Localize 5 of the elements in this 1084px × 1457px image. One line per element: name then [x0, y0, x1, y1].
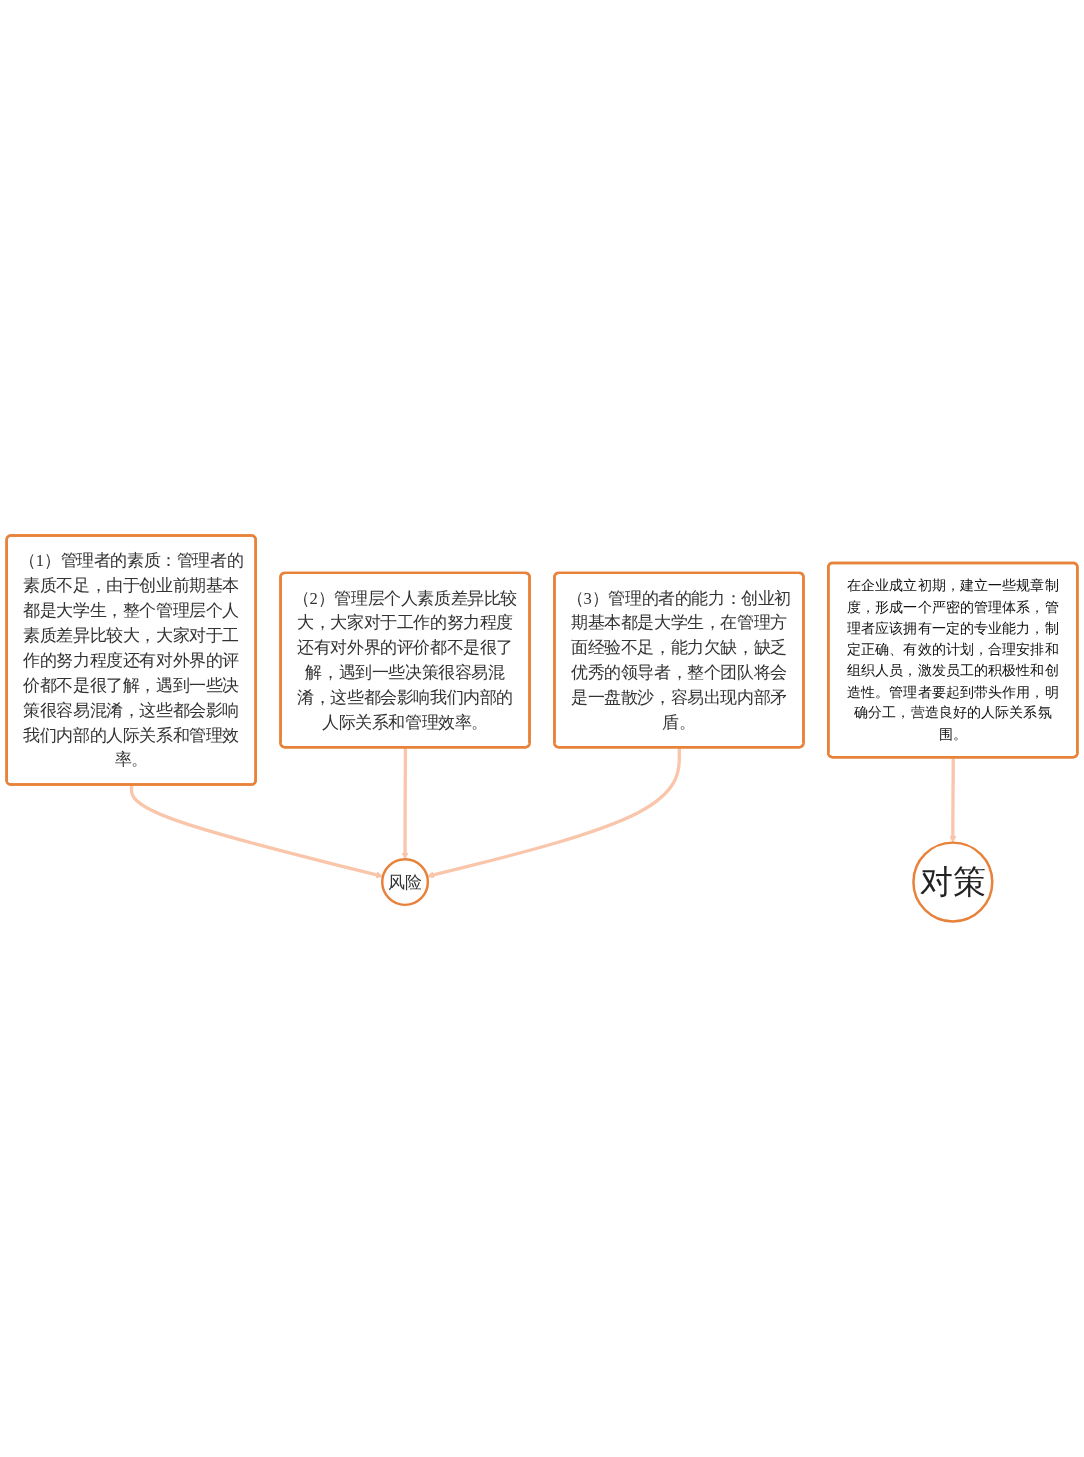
- arrow: [949, 757, 957, 843]
- arrow: [401, 747, 409, 860]
- node-circle: 对策: [912, 841, 994, 923]
- arrow: [129, 784, 384, 879]
- node-circle: 风险: [380, 858, 430, 907]
